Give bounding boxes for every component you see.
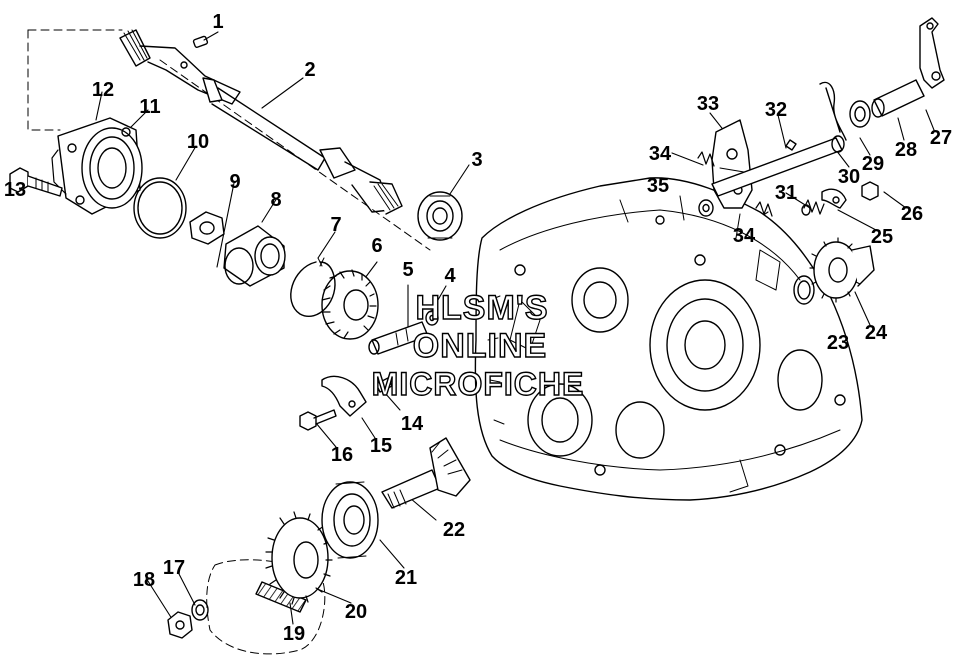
part-28-sleeve [871, 79, 925, 118]
callout-26: 26 [900, 203, 924, 225]
callout-19: 19 [282, 623, 306, 645]
callout-32: 32 [764, 99, 788, 121]
part-25-shift-link [821, 188, 847, 209]
callout-15: 15 [369, 435, 393, 457]
dashed-assembly-line [27, 29, 431, 251]
watermark-line-1: HLSM'S [415, 289, 549, 327]
callout-17: 17 [162, 557, 186, 579]
callout-23: 23 [826, 332, 850, 354]
part-13-bolt [9, 167, 63, 197]
callout-3: 3 [471, 149, 483, 171]
part-22-bevel-shaft [381, 437, 471, 509]
part-8-needle-bearing [223, 225, 286, 287]
part-2-output-shaft [119, 29, 403, 215]
callout-18: 18 [132, 569, 156, 591]
callout-30: 30 [837, 166, 861, 188]
part-34-spring-lower [755, 201, 773, 217]
callout-25: 25 [870, 226, 894, 248]
callout-35: 35 [646, 175, 670, 197]
part-21-bearing [321, 481, 379, 559]
part-31-spring [801, 199, 825, 216]
callout-33: 33 [696, 93, 720, 115]
part-10-o-ring [133, 177, 187, 239]
part-34-spring-upper [697, 151, 715, 167]
part-14-pin [375, 377, 393, 393]
part-23-thrust-washer [793, 275, 815, 305]
callout-6: 6 [371, 235, 383, 257]
callout-20: 20 [344, 601, 368, 623]
callout-29: 29 [861, 153, 885, 175]
callout-1: 1 [212, 11, 224, 33]
part-17-washer [191, 599, 209, 621]
callout-22: 22 [442, 519, 466, 541]
callout-16: 16 [330, 444, 354, 466]
part-9-hex-nut [189, 211, 225, 245]
part-32-pin [785, 139, 797, 151]
part-35-washer [698, 199, 714, 217]
part-15-shift-lever [321, 375, 367, 417]
part-5-pinion-shaft [368, 321, 429, 355]
part-20-sprocket [265, 511, 333, 605]
part-24-gear [809, 237, 875, 303]
part-7-snap-ring [290, 257, 336, 317]
transmission-case [474, 177, 863, 501]
part-26-bolt [861, 181, 879, 201]
part-16-bolt [299, 409, 337, 431]
part-11-12-bearing-housing [51, 117, 143, 215]
callout-4: 4 [444, 265, 456, 287]
callout-34-lower: 34 [732, 225, 756, 247]
part-30-clip [819, 81, 847, 141]
part-3-bearing [417, 191, 463, 241]
part-27-shift-arm [919, 17, 945, 89]
watermark-line-2: ONLINE [412, 327, 548, 365]
part-1-woodruff-key [192, 35, 209, 48]
callout-8: 8 [270, 189, 282, 211]
part-29-seal [849, 100, 871, 128]
callout-14: 14 [400, 413, 424, 435]
callout-24: 24 [864, 322, 888, 344]
part-4-washer [425, 310, 439, 326]
callout-27: 27 [929, 127, 953, 149]
callout-13: 13 [3, 179, 27, 201]
callout-12: 12 [91, 79, 115, 101]
callout-5: 5 [402, 259, 414, 281]
callout-34-upper: 34 [648, 143, 672, 165]
callout-2: 2 [304, 59, 316, 81]
callout-7: 7 [330, 214, 342, 236]
shift-shaft [711, 135, 845, 197]
part-18-nut [167, 611, 193, 639]
callout-31: 31 [774, 182, 798, 204]
callout-10: 10 [186, 131, 210, 153]
callout-21: 21 [394, 567, 418, 589]
watermark-line-3: MICROFICHE [371, 366, 585, 402]
callout-11: 11 [139, 96, 161, 118]
callout-9: 9 [229, 171, 241, 193]
callout-28: 28 [894, 139, 918, 161]
part-6-bevel-gear [321, 269, 379, 340]
